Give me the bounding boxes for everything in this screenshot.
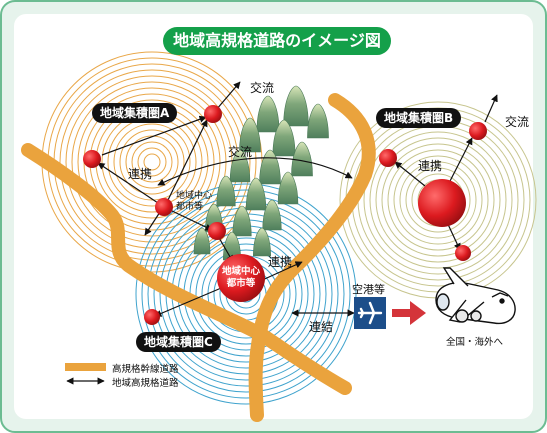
ring <box>119 129 185 195</box>
mountain-icon <box>253 227 271 257</box>
trunk-road-left <box>21 143 352 395</box>
link-a-top-center <box>167 119 208 201</box>
ring <box>125 135 179 189</box>
exchange-label-mid: 交流 <box>228 145 253 159</box>
city-c-left <box>144 309 160 325</box>
regional-center-label-small: 地域中心 都市等 <box>176 191 213 212</box>
mountain-icon <box>239 117 261 153</box>
mountain-icon <box>291 141 313 177</box>
mountain-icon <box>262 199 282 231</box>
city-b-left <box>379 149 397 167</box>
link-a-top-left <box>101 115 207 156</box>
nationwide-label: 全国・海外へ <box>446 337 504 348</box>
mountain-icon <box>272 119 296 157</box>
exchange-label-b: 交流 <box>505 115 530 129</box>
city-a-left <box>83 150 101 168</box>
city-b-bottom <box>455 245 471 261</box>
city-b-center <box>418 179 466 227</box>
mountain-icon <box>193 227 211 255</box>
city-b-top <box>469 122 487 140</box>
city-mid <box>208 222 226 240</box>
ring <box>143 153 161 171</box>
link-a-center-down <box>144 211 161 236</box>
region-c-label: 地域集積圏C <box>136 332 221 352</box>
city-c-center <box>217 254 265 302</box>
region-a-label: 地域集積圏A <box>92 103 178 123</box>
ring <box>113 123 191 201</box>
city-a-top <box>204 105 222 123</box>
link-b-top <box>447 137 473 186</box>
link-c-right <box>257 261 303 283</box>
ring <box>137 147 167 177</box>
mountain-icon <box>232 205 252 237</box>
ring <box>195 243 297 345</box>
cities <box>83 105 487 325</box>
ring <box>399 161 477 239</box>
city-a-center <box>155 198 173 216</box>
link-b-exchange <box>484 94 498 123</box>
ring <box>393 155 483 245</box>
ring <box>387 149 489 251</box>
link-a-to-b <box>157 157 353 186</box>
mountain-icon <box>283 85 309 127</box>
ring <box>201 249 291 339</box>
ring <box>153 201 339 387</box>
connection-label: 連結 <box>309 320 334 334</box>
airport-icon <box>354 297 386 329</box>
legend-regional-label: 地域高規格道路 <box>112 378 179 389</box>
link-a-center-mid <box>169 209 213 231</box>
link-b-left <box>394 161 426 187</box>
ring <box>147 195 345 393</box>
ring <box>141 189 351 399</box>
cooperation-label-a: 連携 <box>128 167 153 181</box>
diagram-title: 地域高規格道路のイメージ図 <box>163 27 391 55</box>
mountain-icon <box>256 95 280 133</box>
arrow-to-nationwide <box>392 301 426 325</box>
ring <box>381 143 495 257</box>
cooperation-label-c: 連携 <box>268 255 293 269</box>
regional-center-label-big: 地域中心 都市等 <box>221 266 260 289</box>
legend-trunk-label: 高規格幹線道路 <box>112 364 179 375</box>
ring <box>71 81 233 243</box>
legend <box>65 363 106 385</box>
ring <box>375 137 501 263</box>
mountain-icon <box>307 103 329 139</box>
link-a-exchange <box>215 81 241 111</box>
ring <box>405 167 471 233</box>
ring <box>369 131 507 269</box>
link-c-left <box>154 285 227 317</box>
airport-label: 空港等 <box>352 283 385 296</box>
ring <box>131 141 173 183</box>
exchange-label-a: 交流 <box>250 81 275 95</box>
airplane-icon <box>435 267 516 325</box>
cooperation-label-b: 連携 <box>418 159 443 173</box>
link-a-left-center <box>97 162 159 204</box>
region-b-label: 地域集積圏B <box>376 108 462 128</box>
